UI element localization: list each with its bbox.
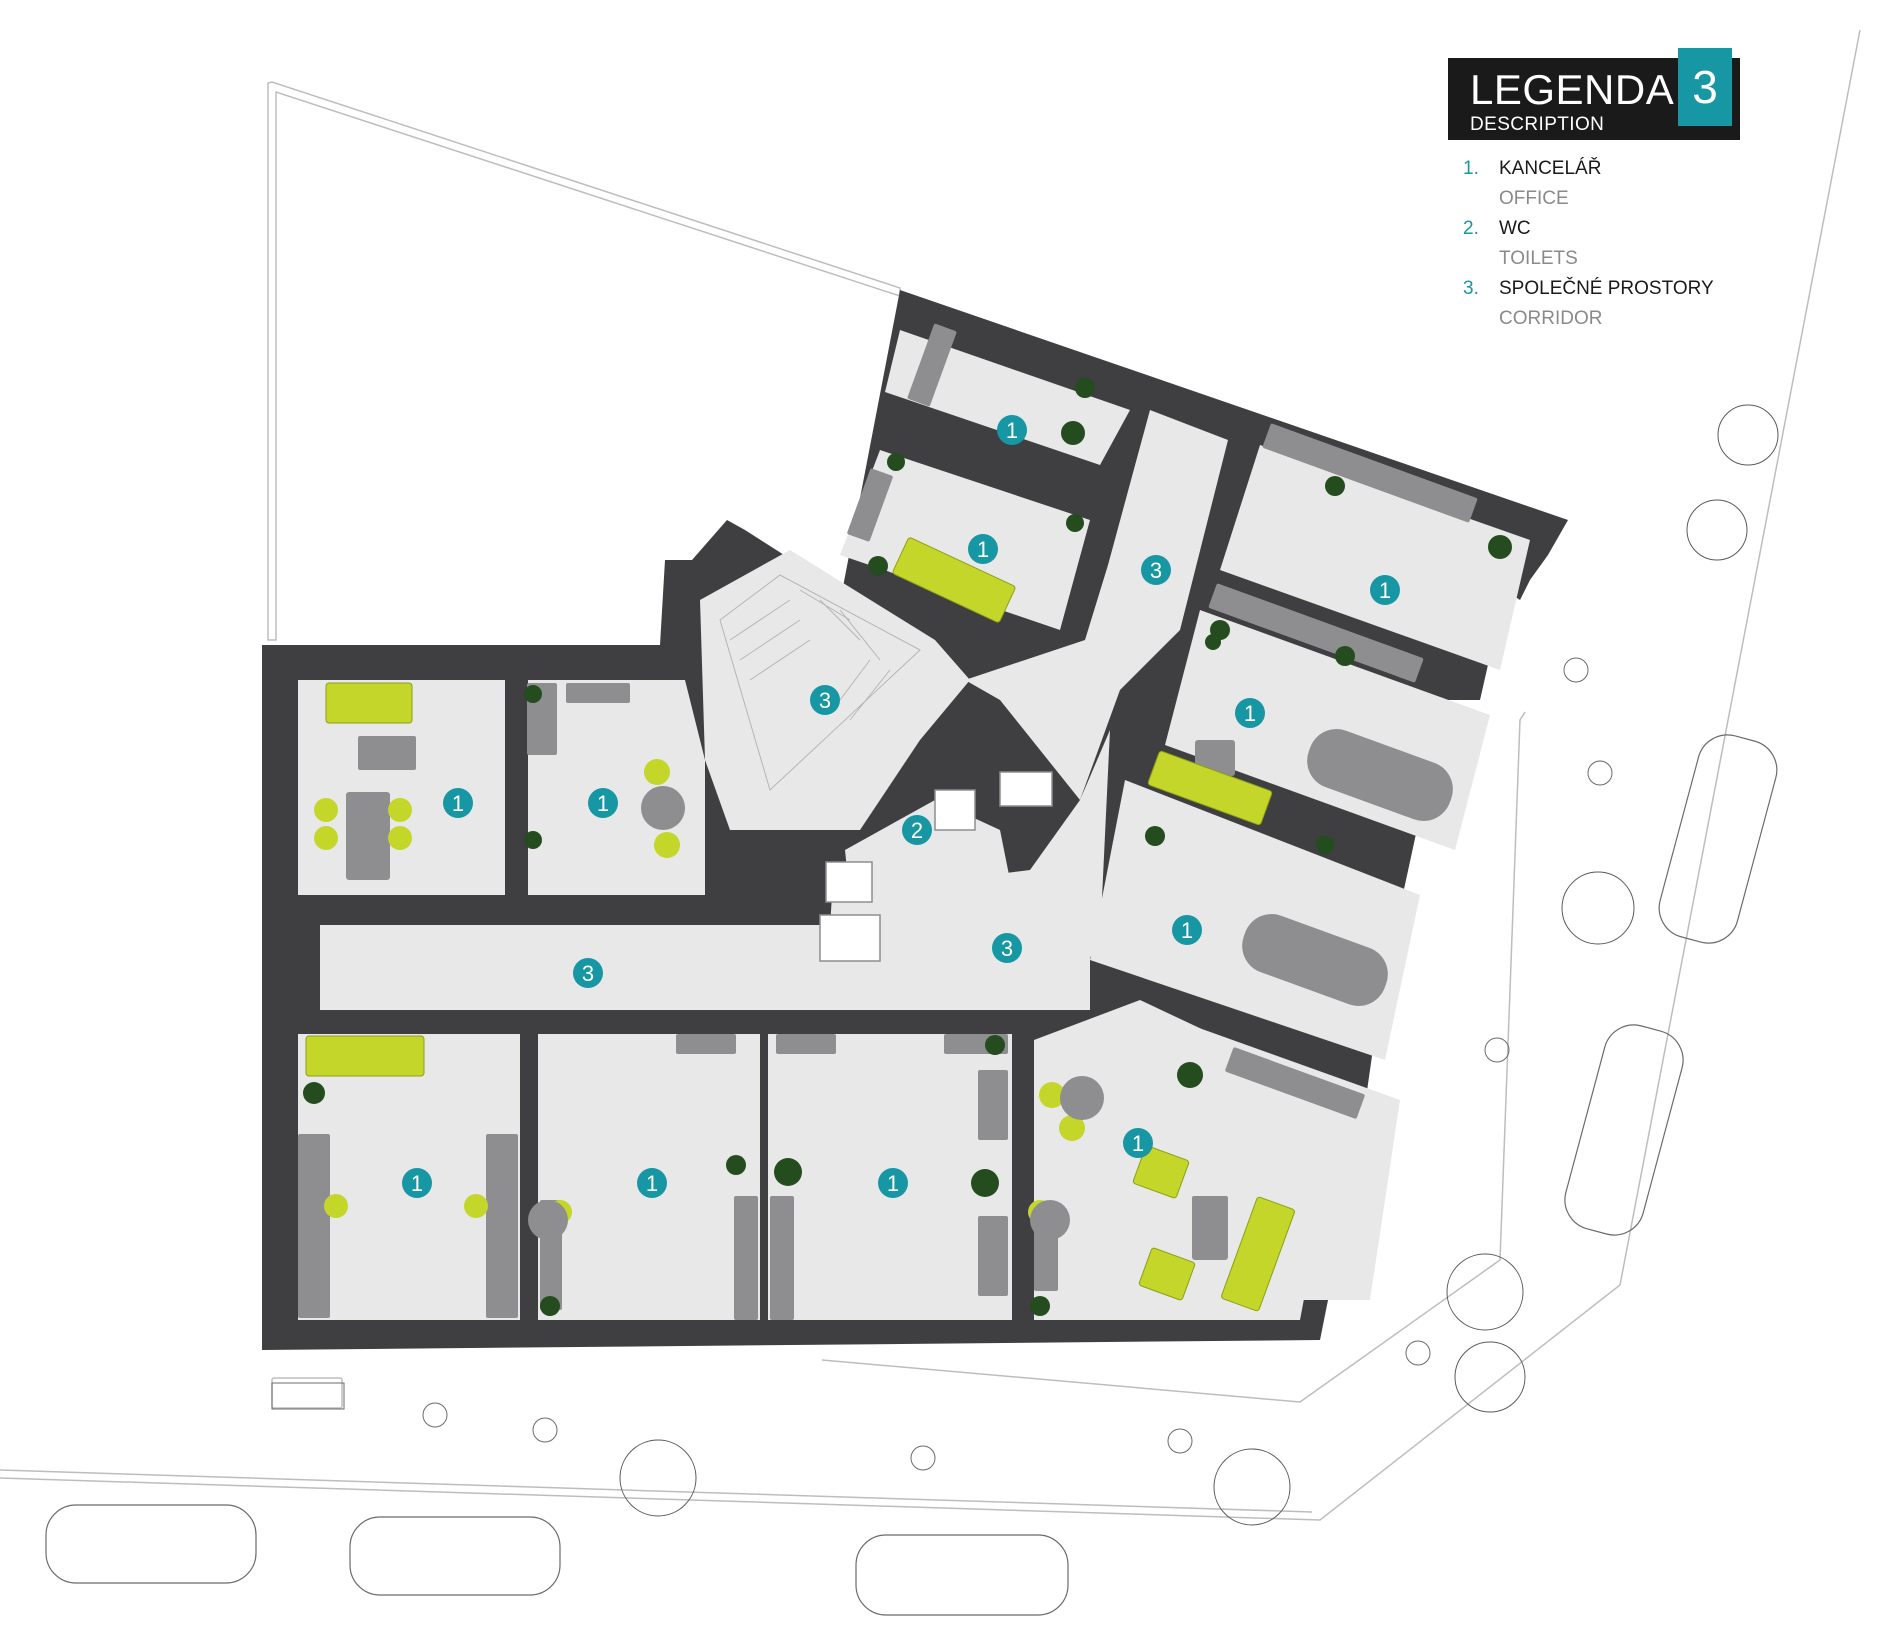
person-icon: [422, 657, 1613, 1471]
legend-list: 1. KANCELÁŘ OFFICE 2. WC TOILETS 3. SPOL…: [1448, 158, 1748, 338]
legend-item-number: 1.: [1463, 158, 1479, 179]
room-marker: 1: [402, 1168, 432, 1198]
room-number: 1: [1006, 418, 1018, 443]
legend-item-number: 2.: [1463, 218, 1479, 239]
legend-item-translation: OFFICE: [1499, 188, 1569, 209]
room-number: 2: [911, 818, 923, 843]
legend-item-number: 3.: [1463, 278, 1479, 299]
car-icon: [45, 734, 1778, 1616]
room-labels: 1 1 1 1 1 1 1 1 1 1 1 2 3 3 3 3: [402, 415, 1400, 1198]
room-marker: 1: [1172, 915, 1202, 945]
floor-number-badge: 3: [1678, 48, 1732, 126]
round-table: [528, 786, 1104, 1240]
toilet-icon: [819, 771, 1053, 962]
legend-subtitle: DESCRIPTION: [1470, 114, 1605, 135]
room-number: 3: [819, 688, 831, 713]
room-marker: 1: [997, 415, 1027, 445]
room-marker: 1: [1235, 698, 1265, 728]
room-number: 1: [977, 537, 989, 562]
floor-area: [965, 410, 1228, 800]
legend-item: 3. SPOLEČNÉ PROSTORY CORRIDOR: [1448, 278, 1748, 338]
room-marker: 1: [1370, 575, 1400, 605]
room-marker: 3: [1141, 555, 1171, 585]
room-marker: 3: [992, 933, 1022, 963]
room-marker: 3: [573, 958, 603, 988]
tree-icon: [619, 404, 1779, 1526]
room-number: 3: [1001, 936, 1013, 961]
legend-item-translation: CORRIDOR: [1499, 308, 1603, 329]
room-marker: 1: [1123, 1128, 1153, 1158]
site-outline: [0, 29, 1861, 1521]
floor-area: [825, 730, 1110, 1010]
room-number: 1: [1379, 578, 1391, 603]
bench-icon: [271, 1382, 345, 1410]
room-number: 1: [1132, 1131, 1144, 1156]
room-marker: 3: [810, 685, 840, 715]
legend-item-translation: TOILETS: [1499, 248, 1578, 269]
legend-item-label: SPOLEČNÉ PROSTORY: [1499, 278, 1714, 299]
room-number: 1: [452, 791, 464, 816]
legend: LEGENDA DESCRIPTION 3 1. KANCELÁŘ OFFICE…: [1448, 48, 1748, 338]
legend-item-label: WC: [1499, 218, 1531, 239]
room-marker: 1: [878, 1168, 908, 1198]
room-marker: 1: [588, 788, 618, 818]
room-marker: 1: [637, 1168, 667, 1198]
legend-header: LEGENDA DESCRIPTION 3: [1448, 48, 1740, 140]
room-marker: 1: [968, 534, 998, 564]
room-number: 1: [597, 791, 609, 816]
stairs-icon: [719, 574, 921, 791]
room-marker: 2: [902, 815, 932, 845]
floor-area: [1220, 445, 1530, 670]
room-number: 1: [1181, 918, 1193, 943]
room-number: 1: [411, 1171, 423, 1196]
sofa-icon: [305, 537, 1295, 1312]
room-number: 3: [1150, 558, 1162, 583]
furniture: [298, 323, 1478, 1320]
floor-area: [840, 450, 1090, 630]
legend-item: 2. WC TOILETS: [1448, 218, 1748, 278]
room-number: 1: [646, 1171, 658, 1196]
legend-title: LEGENDA: [1470, 66, 1675, 113]
room-number: 1: [887, 1171, 899, 1196]
room-number: 1: [1244, 701, 1256, 726]
room-number: 3: [582, 961, 594, 986]
room-marker: 1: [443, 788, 473, 818]
legend-item: 1. KANCELÁŘ OFFICE: [1448, 158, 1748, 218]
plant-icon: [303, 378, 1512, 1316]
legend-item-label: KANCELÁŘ: [1499, 158, 1602, 179]
